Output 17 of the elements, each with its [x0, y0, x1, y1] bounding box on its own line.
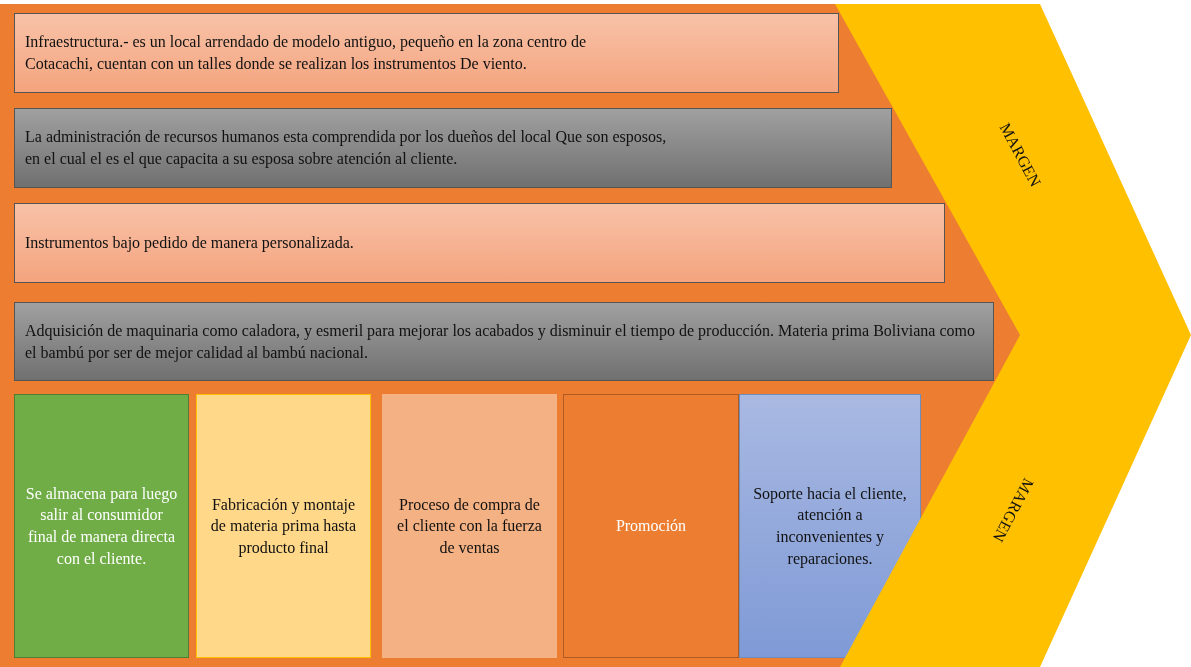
- primary-activity-box: [14, 394, 189, 658]
- support-activity-band: [14, 13, 839, 93]
- primary-activity-box: [563, 394, 739, 658]
- activity-text: Fabricación y montaje de materia prima hasta producto final: [209, 494, 358, 559]
- band-text: Adquisición de maquinaria como caladora, y esmeril para mejorar los acabados y disminuir el tiempo de producción. Materia prima Boliviana como el bambú por ser de mejor calidad al bambú nacional.: [25, 320, 976, 364]
- primary-activity-box: [196, 394, 371, 658]
- support-activity-band: [14, 108, 892, 188]
- band-text: Instrumentos bajo pedido de manera personalizada.: [25, 233, 354, 254]
- support-activity-band: [14, 302, 994, 381]
- activity-text: Se almacena para luego salir al consumidor final de manera directa con el cliente.: [25, 483, 178, 569]
- primary-activity-box: [382, 394, 557, 658]
- activity-text: Soporte hacia el cliente, atención a inconvenientes y reparaciones.: [752, 483, 908, 570]
- activity-text: Proceso de compra de el cliente con la fuerza de ventas: [396, 494, 543, 558]
- activity-text: Promoción: [615, 516, 687, 537]
- band-text: La administración de recursos humanos esta comprendida por los dueños del local Que son esposos, en el cual el es el que capacita a su esposa sobre atención al cliente.: [25, 127, 668, 170]
- band-text: Infraestructura.- es un local arrendado de modelo antiguo, pequeño en la zona centro de Cotacachi, cuentan con un talles donde se realizan los instrumentos De viento.: [25, 32, 588, 74]
- support-activity-band: [14, 203, 945, 283]
